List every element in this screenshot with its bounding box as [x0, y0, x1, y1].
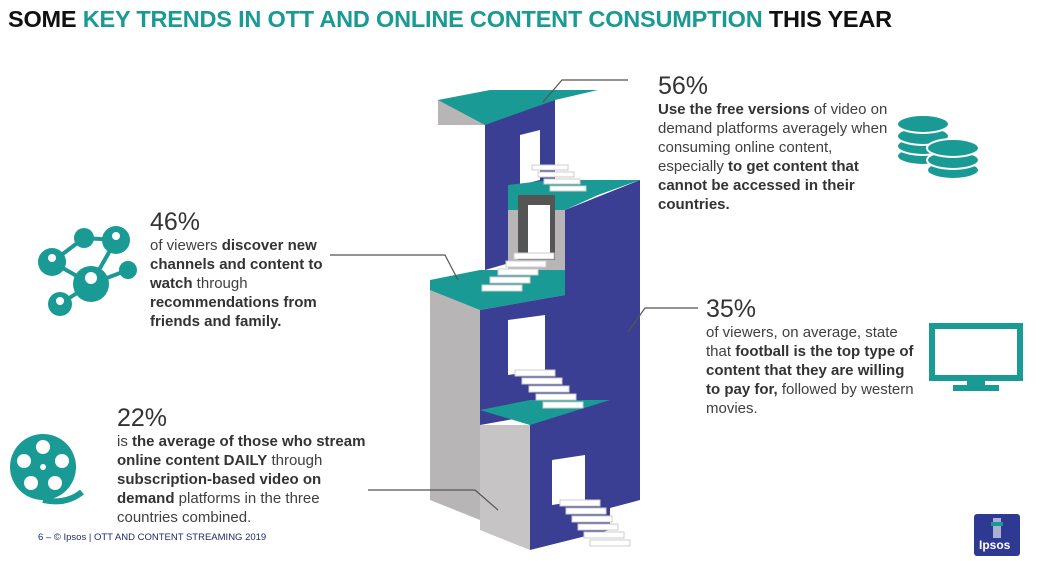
stat-56-text: Use the free versions of video on demand… — [658, 100, 888, 214]
stat-56-bold-1: Use the free versions — [658, 101, 810, 118]
stat-46-bold-2: recommendations from friends and family. — [150, 294, 317, 330]
stat-56-value: 56% — [658, 72, 709, 100]
stat-22-bold-2: subscription-based video on demand — [117, 471, 322, 507]
stat-56: 56% Use the free versions of video on de… — [658, 72, 888, 214]
stat-35-text: of viewers, on average, state that footb… — [706, 323, 921, 418]
stat-35: 35% of viewers, on average, state that f… — [706, 295, 921, 418]
ipsos-logo: Ipsos — [974, 514, 1020, 556]
title-part-3: THIS YEAR — [762, 6, 892, 32]
stat-22: 22% is the average of those who stream o… — [117, 404, 377, 527]
stat-22-bold-1: the average of those who stream online c… — [117, 433, 366, 469]
coins-icon — [896, 114, 980, 180]
stat-46-text-2: through — [192, 275, 248, 292]
stat-35-text-2: followed by western movies. — [706, 381, 914, 417]
stat-22-text-2: through — [267, 452, 323, 469]
film-reel-icon — [10, 434, 84, 505]
stat-46: 46% of viewers discover new channels and… — [150, 208, 335, 331]
tv-icon — [929, 323, 1023, 391]
footer-text: © Ipsos | OTT AND CONTENT STREAMING 2019 — [53, 532, 267, 543]
logo-text: Ipsos — [979, 538, 1011, 552]
stat-46-text-1: of viewers — [150, 237, 222, 254]
stat-35-bold-1: football is the top type of content that… — [706, 343, 914, 398]
footer: 6 – © Ipsos | OTT AND CONTENT STREAMING … — [38, 532, 266, 543]
stat-22-text-1: is — [117, 433, 132, 450]
page-title: SOME KEY TRENDS IN OTT AND ONLINE CONTEN… — [8, 6, 892, 33]
title-part-1: SOME — [8, 6, 83, 32]
stat-46-value: 46% — [150, 208, 201, 236]
stat-22-value: 22% — [117, 404, 168, 432]
stat-35-text-1: of viewers, on average, state that — [706, 324, 898, 360]
stat-46-bold-1: discover new channels and content to wat… — [150, 237, 323, 292]
stat-35-value: 35% — [706, 295, 757, 323]
logo-figure-icon — [991, 518, 1003, 538]
stat-56-bold-2: to get content that cannot be accessed i… — [658, 158, 859, 213]
stat-56-text-1: of video on demand platforms averagely w… — [658, 101, 888, 175]
footer-page-number: 6 – — [38, 532, 54, 543]
staircase-illustration — [430, 90, 640, 550]
stat-46-text: of viewers discover new channels and con… — [150, 236, 335, 331]
stat-22-text-3: platforms in the three countries combine… — [117, 490, 320, 526]
social-network-icon — [38, 226, 137, 316]
stat-22-text: is the average of those who stream onlin… — [117, 432, 377, 527]
title-highlight: KEY TRENDS IN OTT AND ONLINE CONTENT CON… — [82, 6, 763, 32]
